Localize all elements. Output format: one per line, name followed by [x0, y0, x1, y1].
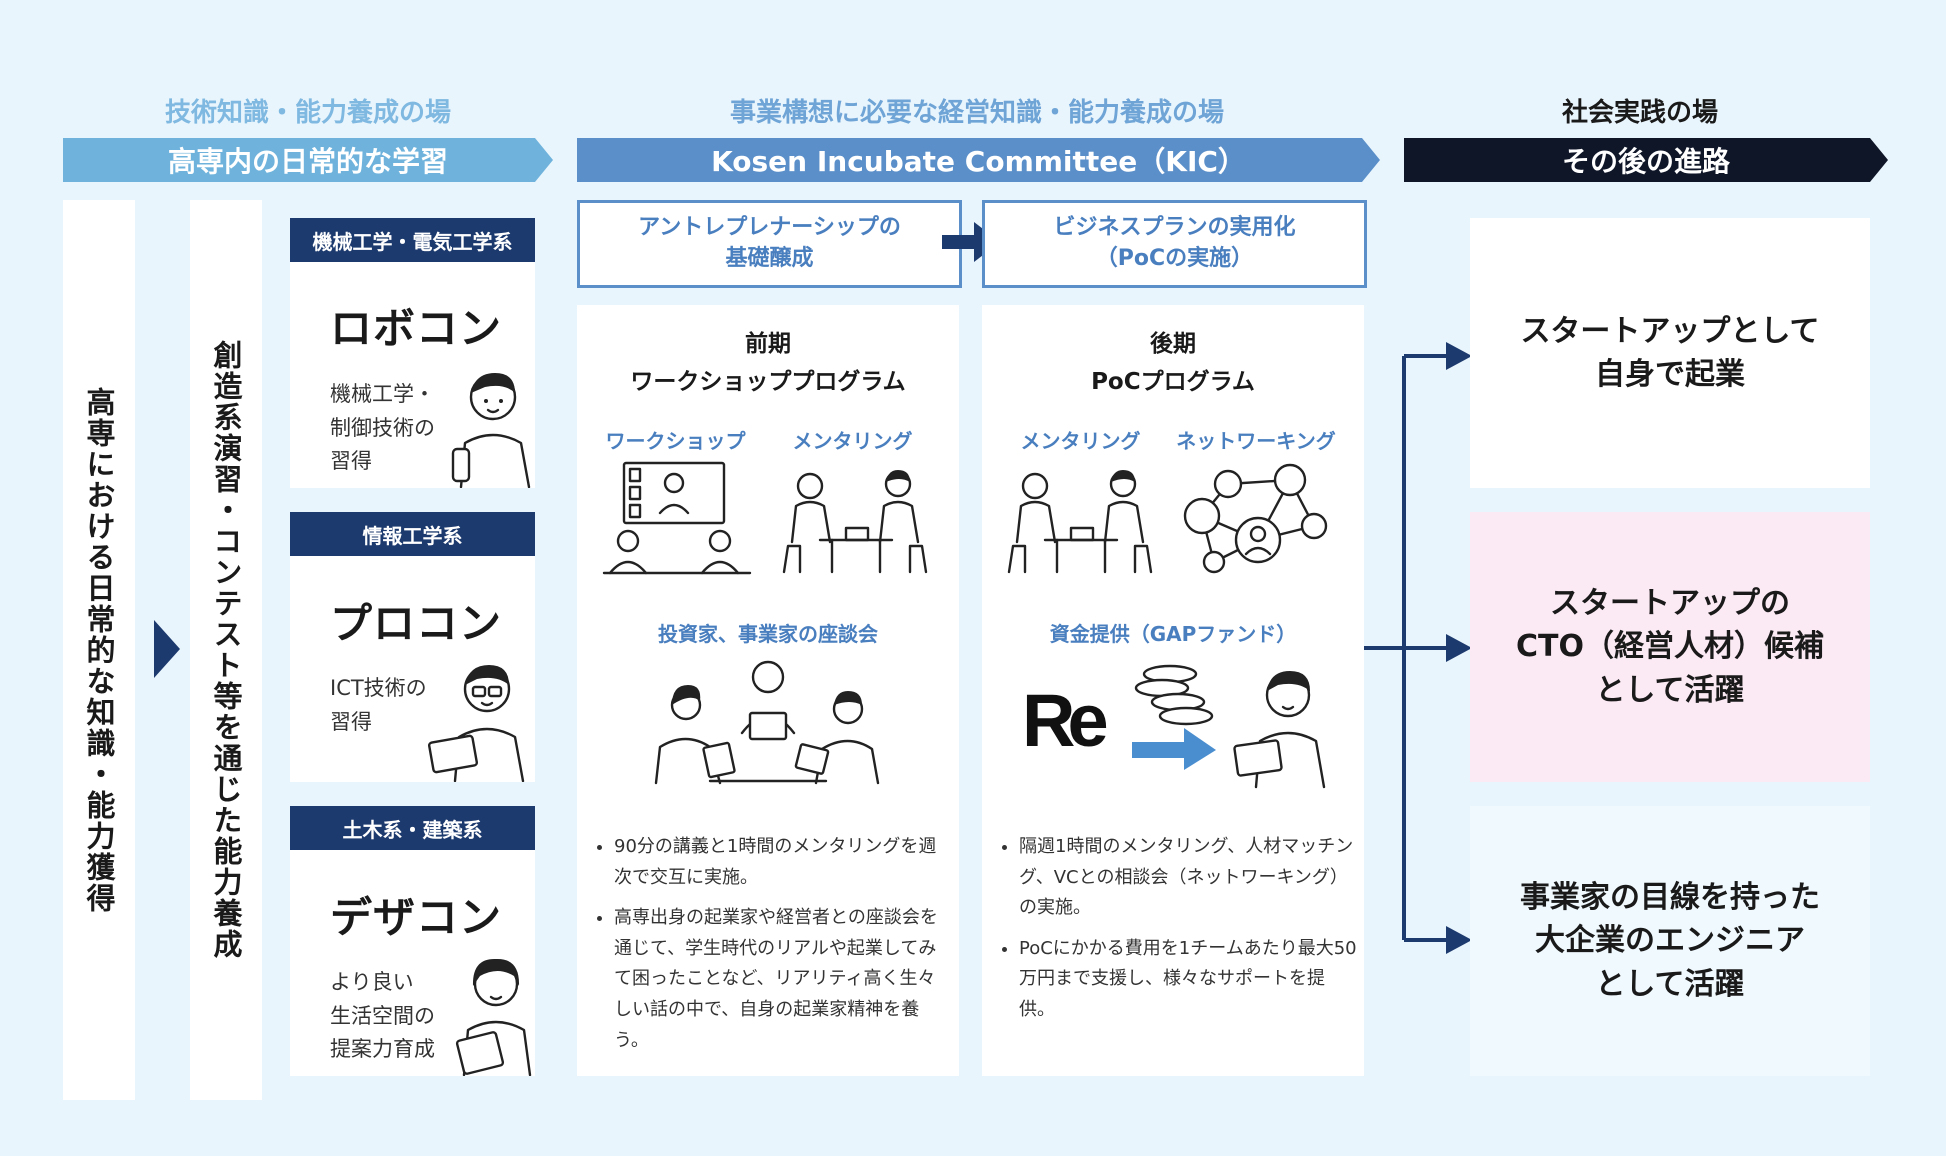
contest-desc: より良い生活空間の提案力育成 — [330, 970, 435, 1062]
contest-name: プロコン — [330, 599, 503, 648]
list-item: 隔週1時間のメンタリング、人材マッチング、VCとの相談会（ネットワーキング）の実… — [1019, 832, 1359, 924]
contest-desc: 機械工学・制御技術の習得 — [330, 382, 435, 474]
label-roundtable: 投資家、事業家の座談会 — [658, 622, 878, 646]
label-funding: 資金提供（GAPファンド） — [1049, 622, 1297, 646]
program-title: 前期ワークショッププログラム — [630, 331, 906, 395]
phase-box-first: アントレプレナーシップの基礎醸成 — [577, 200, 962, 288]
col3-bar: その後の進路 — [1404, 138, 1888, 182]
contest-name: デザコン — [330, 893, 503, 942]
contest-desc: ICT技術の習得 — [330, 676, 427, 734]
col2-header: 事業構想に必要な経営知識・能力養成の場 — [729, 98, 1224, 128]
student-girl-folder-icon — [455, 958, 532, 1076]
contest-tag: 情報工学系 — [290, 512, 535, 556]
col3-header: 社会実践の場 — [1561, 98, 1718, 128]
mentoring-icon — [782, 470, 928, 574]
student-boy-icon — [451, 373, 531, 488]
col1-header: 技術知識・能力養成の場 — [164, 98, 451, 128]
bullet-list-second: 隔週1時間のメンタリング、人材マッチング、VCとの相談会（ネットワーキング）の実… — [997, 832, 1359, 1036]
branch-connector — [1364, 342, 1472, 954]
list-item: PoCにかかる費用を1チームあたり最大50万円まで支援し、様々なサポートを提供。 — [1019, 934, 1359, 1026]
result-card-engineer: 事業家の目線を持った大企業のエンジニアとして活躍 — [1470, 806, 1870, 1076]
contest-tag: 土木系・建築系 — [290, 806, 535, 850]
contest-name: ロボコン — [330, 304, 503, 353]
col2-bar: Kosen Incubate Committee（KIC） — [577, 138, 1380, 182]
contest-tag: 機械工学・電気工学系 — [290, 218, 535, 262]
network-icon — [1183, 463, 1328, 574]
phase-box-second: ビジネスプランの実用化（PoCの実施） — [982, 200, 1367, 288]
vertical-left: 高専における日常的な知識・能力獲得 — [63, 200, 135, 1100]
mentoring-icon — [1007, 470, 1153, 574]
right-triangle-icon — [154, 620, 180, 678]
label-mentoring: メンタリング — [792, 429, 913, 453]
roundtable-icon — [654, 660, 880, 785]
student-laptop-icon — [1233, 671, 1326, 789]
col1-bar: 高専内の日常的な学習 — [63, 138, 553, 182]
list-item: 高専出身の起業家や経営者との座談会を通じて、学生時代のリアルや起業してみて困った… — [614, 903, 952, 1056]
workshop-icon — [602, 461, 752, 575]
label-workshop: ワークショップ — [605, 429, 746, 453]
coins-arrow-icon — [1132, 664, 1216, 770]
re-logo: Re — [1022, 679, 1109, 762]
bullet-list-first: 90分の講義と1時間のメンタリングを週次で交互に実施。 高専出身の起業家や経営者… — [592, 832, 952, 1066]
student-glasses-laptop-icon — [428, 665, 525, 782]
vertical-middle: 創造系演習・コンテスト等を通じた能力養成 — [190, 200, 262, 1100]
label-mentoring: メンタリング — [1020, 429, 1141, 453]
list-item: 90分の講義と1時間のメンタリングを週次で交互に実施。 — [614, 832, 952, 893]
result-card-startup-founder: スタートアップとして自身で起業 — [1470, 218, 1870, 488]
label-networking: ネットワーキング — [1176, 429, 1336, 453]
